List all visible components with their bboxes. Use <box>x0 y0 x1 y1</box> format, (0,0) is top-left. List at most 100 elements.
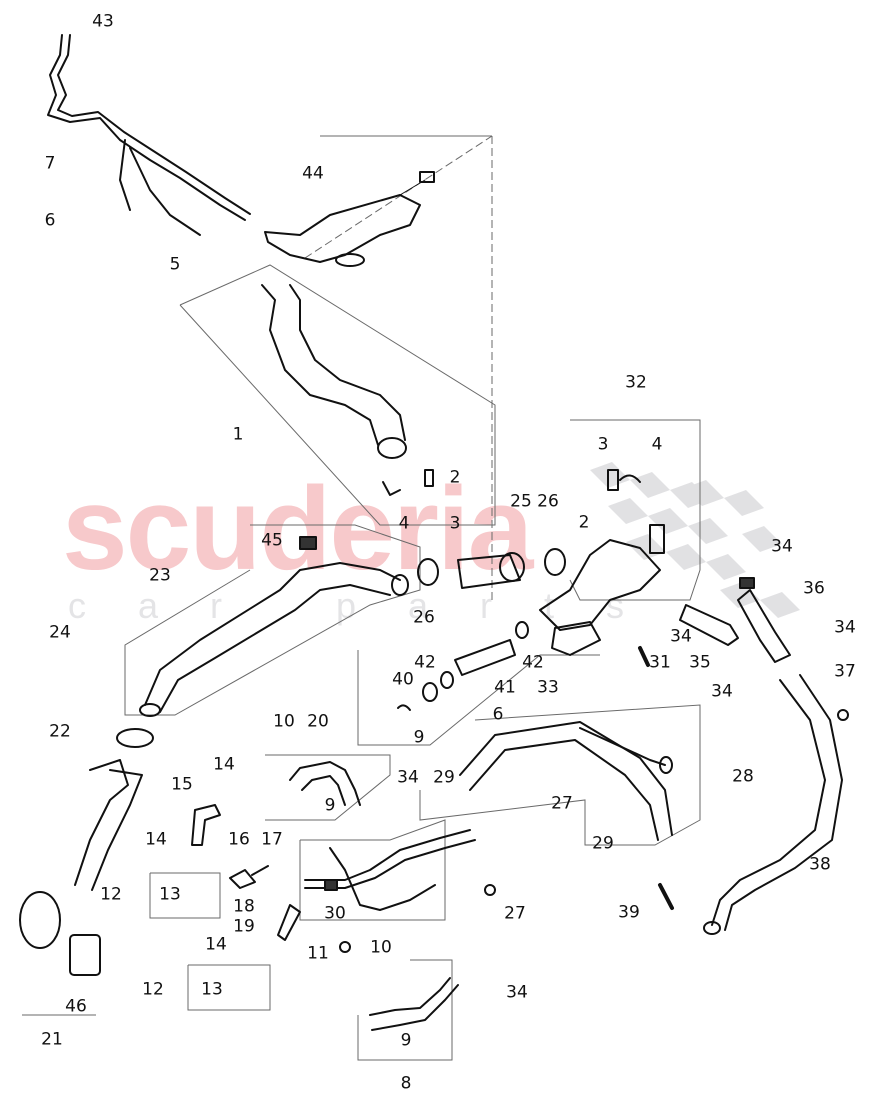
callout-44[interactable]: 44 <box>302 163 324 184</box>
callout-27a[interactable]: 27 <box>551 793 573 814</box>
bolt-39 <box>658 883 674 910</box>
callout-13a[interactable]: 13 <box>159 884 181 905</box>
callout-14a[interactable]: 14 <box>213 754 235 775</box>
clip-4 <box>382 481 401 496</box>
callout-34b[interactable]: 34 <box>670 626 692 647</box>
callout-26a[interactable]: 26 <box>537 491 559 512</box>
callout-31[interactable]: 31 <box>649 652 671 673</box>
callout-46[interactable]: 46 <box>65 996 87 1017</box>
callout-34a[interactable]: 34 <box>771 536 793 557</box>
hose-8 <box>369 977 451 1016</box>
callout-29b[interactable]: 29 <box>592 833 614 854</box>
hose-35 <box>679 604 739 646</box>
callout-17[interactable]: 17 <box>261 829 283 850</box>
callout-36[interactable]: 36 <box>803 578 825 599</box>
pipe-38 <box>711 679 826 926</box>
frame-12a <box>149 872 221 919</box>
bolt-17 <box>251 865 269 876</box>
callout-26b[interactable]: 26 <box>413 607 435 628</box>
callout-38[interactable]: 38 <box>809 854 831 875</box>
hose-25 <box>457 554 521 589</box>
callout-3b[interactable]: 3 <box>597 434 609 455</box>
heat-exchanger-44 <box>264 194 421 263</box>
callout-3a[interactable]: 3 <box>449 513 461 534</box>
callout-35[interactable]: 35 <box>689 652 711 673</box>
callout-2b[interactable]: 2 <box>578 512 590 533</box>
thermostat-housing-32 <box>539 539 661 631</box>
bracket-16 <box>229 869 256 889</box>
callout-20[interactable]: 20 <box>307 711 329 732</box>
callout-16[interactable]: 16 <box>228 829 250 850</box>
callout-43[interactable]: 43 <box>92 11 114 32</box>
callout-15[interactable]: 15 <box>171 774 193 795</box>
callout-14c[interactable]: 14 <box>205 934 227 955</box>
callout-13b[interactable]: 13 <box>201 979 223 1000</box>
callout-9a[interactable]: 9 <box>413 727 425 748</box>
callout-10b[interactable]: 10 <box>370 937 392 958</box>
callout-34c[interactable]: 34 <box>834 617 856 638</box>
callout-42b[interactable]: 42 <box>522 652 544 673</box>
callout-34e[interactable]: 34 <box>397 767 419 788</box>
callout-9c[interactable]: 9 <box>400 1030 412 1051</box>
callout-6a[interactable]: 6 <box>44 210 56 231</box>
callout-33[interactable]: 33 <box>537 677 559 698</box>
callout-4b[interactable]: 4 <box>651 434 663 455</box>
fitting-46 <box>69 934 101 976</box>
callout-14b[interactable]: 14 <box>145 829 167 850</box>
callout-32[interactable]: 32 <box>625 372 647 393</box>
hose-20 <box>289 761 361 806</box>
hose-36 <box>737 589 791 663</box>
callout-22[interactable]: 22 <box>49 721 71 742</box>
callout-41[interactable]: 41 <box>494 677 516 698</box>
callout-28[interactable]: 28 <box>732 766 754 787</box>
callout-29a[interactable]: 29 <box>433 767 455 788</box>
callout-24[interactable]: 24 <box>49 622 71 643</box>
pipe-23 <box>144 562 401 706</box>
connector-21 <box>19 891 61 949</box>
callout-30[interactable]: 30 <box>324 903 346 924</box>
callout-11[interactable]: 11 <box>307 943 329 964</box>
callout-34d[interactable]: 34 <box>711 681 733 702</box>
callout-18[interactable]: 18 <box>233 896 255 917</box>
callout-4a[interactable]: 4 <box>398 513 410 534</box>
callout-10a[interactable]: 10 <box>273 711 295 732</box>
hose-1 <box>261 284 379 446</box>
callout-37[interactable]: 37 <box>834 661 856 682</box>
sensor-3b <box>607 469 619 491</box>
callout-19[interactable]: 19 <box>233 916 255 937</box>
callout-5[interactable]: 5 <box>169 254 181 275</box>
callout-2a[interactable]: 2 <box>449 467 461 488</box>
callout-12a[interactable]: 12 <box>100 884 122 905</box>
callout-25[interactable]: 25 <box>510 491 532 512</box>
assembly-frames <box>22 135 701 1061</box>
callout-40[interactable]: 40 <box>392 669 414 690</box>
bolt-31 <box>638 646 650 667</box>
callout-6b[interactable]: 6 <box>492 704 504 725</box>
hose-19 <box>277 904 301 941</box>
callout-12b[interactable]: 12 <box>142 979 164 1000</box>
clamp-42b <box>515 621 529 639</box>
callout-7[interactable]: 7 <box>44 153 56 174</box>
callout-45[interactable]: 45 <box>261 530 283 551</box>
pipe-28-branch <box>579 727 666 766</box>
frame-hose-1 <box>179 264 496 526</box>
callout-34f[interactable]: 34 <box>506 982 528 1003</box>
fitting-40 <box>422 682 438 702</box>
clip-45 <box>299 536 317 550</box>
nut-27 <box>484 884 496 896</box>
frame-pipe-23 <box>124 524 421 716</box>
callout-21[interactable]: 21 <box>41 1029 63 1050</box>
callout-42a[interactable]: 42 <box>414 652 436 673</box>
callout-27b[interactable]: 27 <box>504 903 526 924</box>
callout-23[interactable]: 23 <box>149 565 171 586</box>
callout-1[interactable]: 1 <box>232 424 244 445</box>
clamp-22 <box>116 728 154 748</box>
frame-12b <box>187 964 271 1011</box>
hose-7 <box>47 34 246 221</box>
nut-37 <box>837 709 849 721</box>
callout-39[interactable]: 39 <box>618 902 640 923</box>
callout-9b[interactable]: 9 <box>324 795 336 816</box>
clamp-26b <box>544 548 566 576</box>
callout-8[interactable]: 8 <box>400 1073 412 1094</box>
